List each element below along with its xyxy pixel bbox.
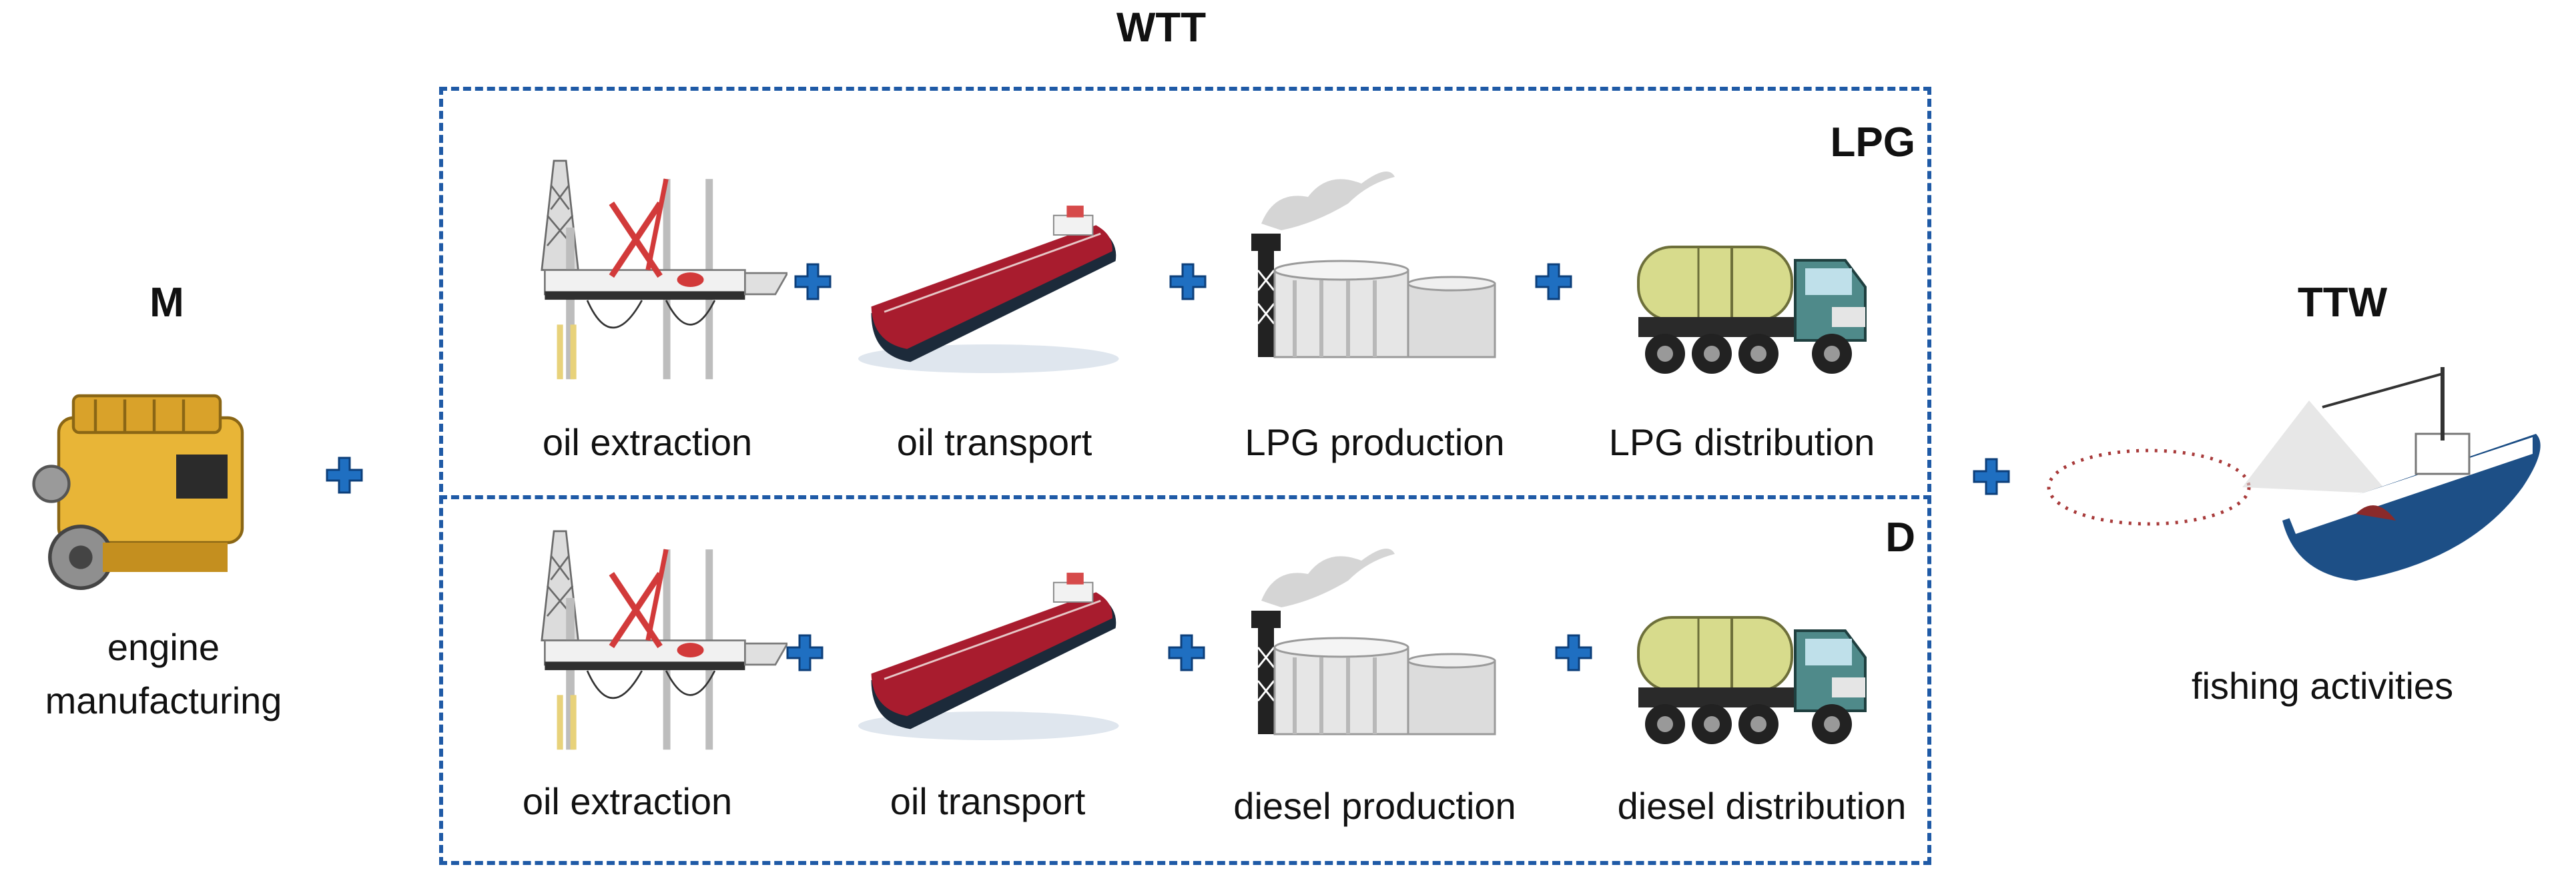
diesel-step-label: oil extraction — [522, 780, 733, 822]
engine-label-line1: engine — [107, 626, 220, 668]
plus-icon — [785, 633, 825, 673]
engine-manufacturing-label: engine manufacturing — [0, 621, 327, 721]
fishing-boat-icon — [2042, 360, 2549, 601]
plus-icon — [1971, 457, 2011, 497]
diesel-step-label: oil transport — [890, 780, 1086, 822]
engine-label-line2: manufacturing — [45, 679, 282, 721]
lpg-step-label: LPG production — [1245, 421, 1505, 463]
lpg-step-label: LPG distribution — [1608, 421, 1875, 463]
tanker-ship-icon — [858, 200, 1132, 380]
lpg-header: LPG — [1830, 119, 1915, 166]
tanker-truck-icon — [1628, 234, 1875, 380]
fishing-activities-label: fishing activities — [2191, 665, 2454, 707]
oil-rig-icon — [521, 154, 787, 380]
lpg-step-label: oil extraction — [542, 421, 753, 463]
refinery-icon — [1235, 140, 1502, 380]
wtt-header: WTT — [1116, 5, 1207, 51]
plus-icon — [1167, 633, 1207, 673]
tanker-ship-icon — [858, 567, 1132, 748]
engine-icon — [27, 374, 267, 594]
wtt-row-divider — [439, 495, 1931, 499]
plus-icon — [324, 455, 364, 495]
refinery-icon — [1235, 517, 1502, 758]
plus-icon — [1168, 262, 1208, 302]
plus-icon — [1534, 262, 1574, 302]
wtt-boundary-box — [439, 87, 1931, 865]
diesel-step-label: diesel distribution — [1617, 785, 1907, 827]
ttw-header: TTW — [2297, 280, 2388, 326]
diesel-header: D — [1885, 515, 1915, 561]
plus-icon — [793, 262, 833, 302]
lpg-step-label: oil transport — [896, 421, 1092, 463]
tanker-truck-icon — [1628, 604, 1875, 751]
oil-rig-icon — [521, 524, 787, 751]
m-header: M — [149, 280, 184, 326]
plus-icon — [1554, 633, 1594, 673]
diesel-step-label: diesel production — [1233, 785, 1516, 827]
